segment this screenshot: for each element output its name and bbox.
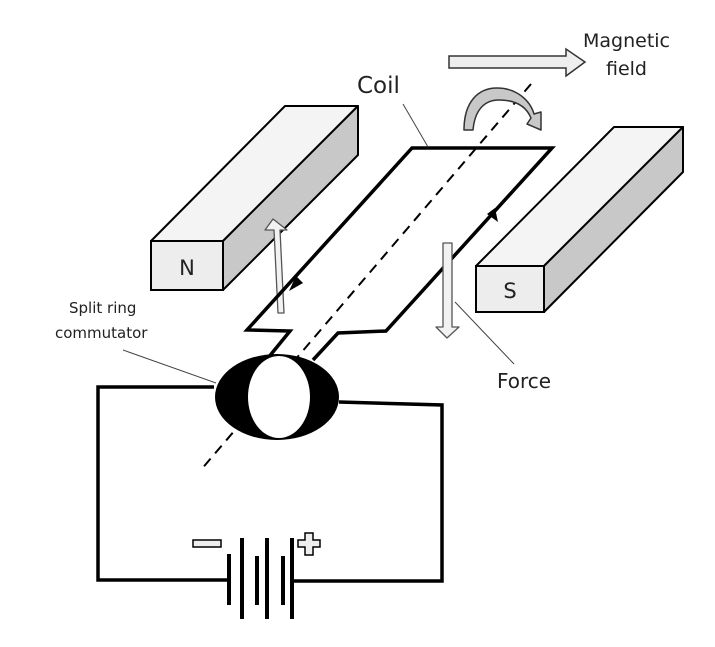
- magnetic-field-label-line2: field: [606, 58, 647, 80]
- minus-sign-icon: [192, 539, 222, 548]
- coil-wire-left: [243, 146, 556, 362]
- south-magnet: S: [475, 126, 684, 313]
- curved-rotation-arrow-icon: [463, 87, 542, 131]
- commutator-label-line1: Split ring: [69, 299, 136, 317]
- battery-plate-tall: [290, 538, 294, 619]
- magnetic-field-label-line1: Magnetic: [583, 30, 670, 52]
- split-ring-commutator: [215, 354, 339, 440]
- force-label: Force: [497, 369, 551, 393]
- battery-plate-short: [255, 556, 259, 605]
- north-magnet-front-face: [150, 240, 224, 291]
- battery-plate-tall: [240, 538, 244, 619]
- circuit-wire-left: [96, 385, 228, 582]
- coil-label: Coil: [357, 73, 400, 99]
- north-magnet: N: [150, 105, 359, 291]
- battery-cells-icon: [227, 538, 294, 619]
- commutator-label-line2: commutator: [55, 324, 148, 342]
- battery-plate-short: [227, 554, 231, 605]
- magnetic-field-arrow: [448, 47, 587, 78]
- commutator-inner: [248, 356, 310, 438]
- downward-force-arrow: [435, 242, 460, 339]
- coil-leader-line: [402, 103, 429, 148]
- current-direction-arrow-right: [487, 208, 498, 222]
- south-magnet-front-face: [475, 265, 545, 313]
- current-direction-arrow-left: [289, 276, 303, 291]
- south-pole-label: S: [503, 279, 516, 303]
- commutator-leader-line: [122, 349, 217, 384]
- coil: [243, 146, 556, 362]
- force-leader-line: [454, 301, 515, 365]
- north-pole-label: N: [179, 256, 195, 280]
- battery-plate-short: [281, 556, 285, 605]
- circuit-wire-right: [294, 400, 444, 583]
- plus-sign-icon: [297, 532, 321, 556]
- battery-plate-tall: [265, 538, 269, 619]
